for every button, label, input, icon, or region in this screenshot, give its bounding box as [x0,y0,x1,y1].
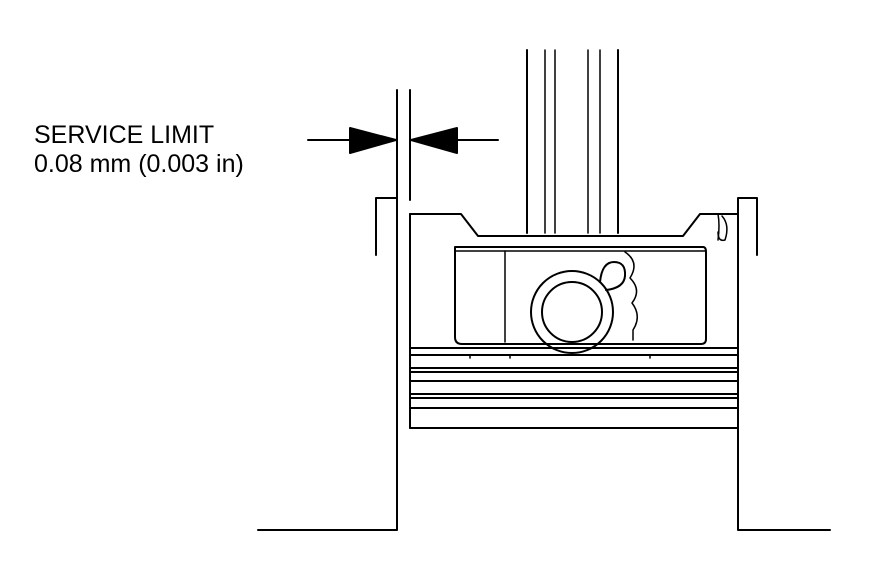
pin-boss-pocket [454,246,707,345]
clearance-dimension [307,89,499,201]
cylinder-left-wall [257,197,398,531]
cylinder-right-wall [737,197,831,531]
piston-pin-inner [541,281,603,343]
piston-crown [409,213,739,241]
service-limit-callout: SERVICE LIMIT 0.08 mm (0.003 in) [34,121,244,179]
piston-pin-outer [530,270,614,354]
right-arrowhead [410,127,458,154]
service-limit-title: SERVICE LIMIT [34,121,215,149]
piston-pin-lug [599,261,627,291]
piston [409,213,739,429]
left-arrowhead [349,127,397,154]
piston-rings [409,347,739,409]
service-limit-value: 0.08 mm (0.003 in) [34,150,244,178]
connecting-rod [526,49,619,234]
